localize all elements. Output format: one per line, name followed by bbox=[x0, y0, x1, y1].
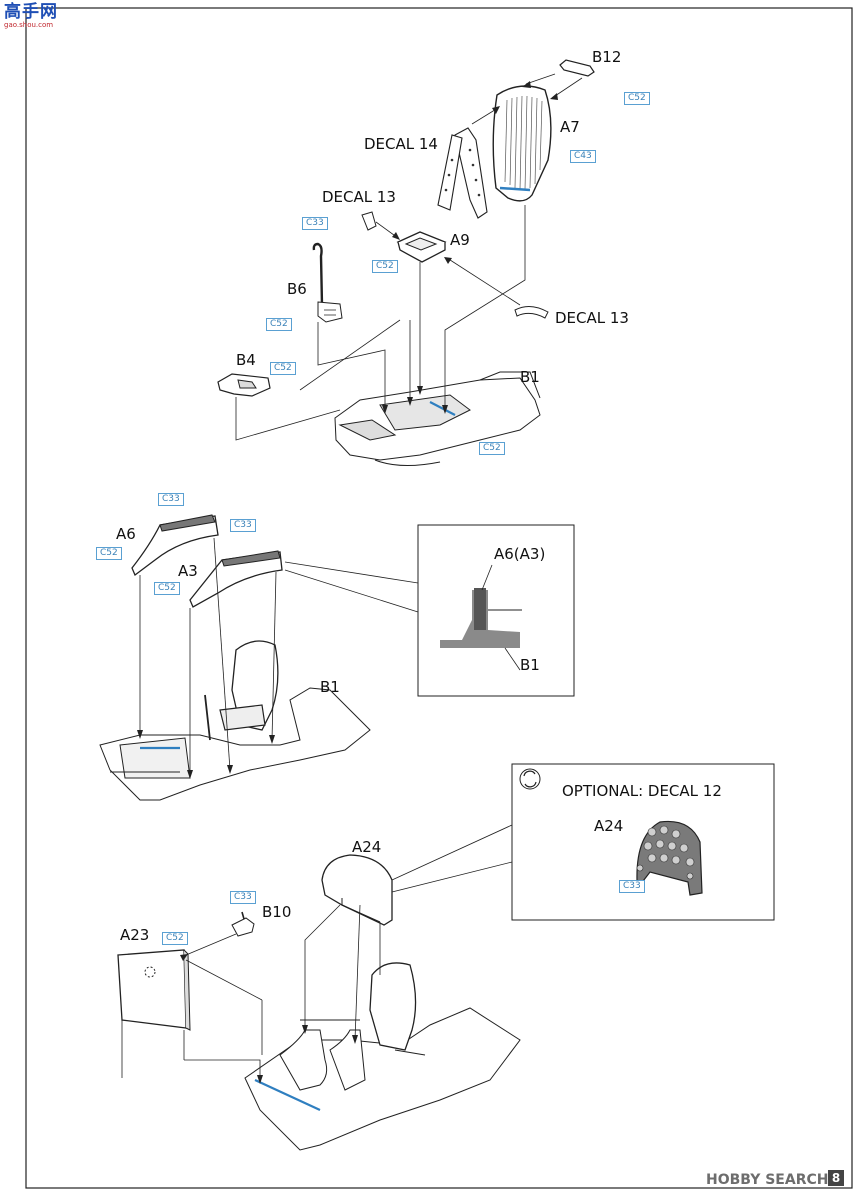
code-b4: C52 bbox=[270, 362, 296, 375]
a24-instrument-panel-part bbox=[321, 854, 393, 926]
code-a6: C52 bbox=[96, 547, 122, 560]
b6-control-stick-part bbox=[312, 242, 343, 323]
page-number: 8 bbox=[828, 1170, 844, 1186]
a9-seat-pan-part bbox=[396, 231, 447, 263]
code-b1-step1: C52 bbox=[479, 442, 505, 455]
b1-cockpit-assembly bbox=[99, 640, 371, 801]
label-b12: B12 bbox=[592, 48, 622, 66]
label-a7: A7 bbox=[560, 118, 580, 136]
optional-code: C33 bbox=[619, 880, 645, 893]
b10-part bbox=[231, 911, 255, 937]
a3-side-panel-part bbox=[189, 550, 283, 608]
label-b1-step2: B1 bbox=[320, 678, 340, 696]
decal13-top-piece bbox=[361, 211, 377, 231]
detail-label-b1: B1 bbox=[520, 656, 540, 674]
code-a3: C52 bbox=[154, 582, 180, 595]
step2-assembly bbox=[99, 514, 575, 801]
step3-assembly bbox=[117, 763, 775, 1151]
label-b4: B4 bbox=[236, 351, 256, 369]
label-decal13-right: DECAL 13 bbox=[555, 309, 629, 327]
label-a6: A6 bbox=[116, 525, 136, 543]
step3-leader-lines bbox=[121, 824, 513, 1080]
optional-title: OPTIONAL: DECAL 12 bbox=[562, 782, 722, 800]
watermark-hobbysearch: HOBBY SEARCH bbox=[706, 1172, 829, 1188]
code-a6-top: C33 bbox=[158, 493, 184, 506]
b4-pedal-part bbox=[217, 373, 271, 397]
code-a3-top: C33 bbox=[230, 519, 256, 532]
optional-label-a24: A24 bbox=[594, 817, 624, 835]
step1-assembly bbox=[217, 59, 595, 467]
detail-label-a6a3: A6(A3) bbox=[494, 545, 546, 563]
code-b6: C52 bbox=[266, 318, 292, 331]
code-a7: C43 bbox=[570, 150, 596, 163]
label-b10: B10 bbox=[262, 903, 292, 921]
page-border bbox=[25, 7, 853, 1189]
label-b6: B6 bbox=[287, 280, 307, 298]
a23-plate-part bbox=[117, 949, 191, 1031]
optional-rotate-icon bbox=[519, 768, 541, 790]
code-b12: C52 bbox=[624, 92, 650, 105]
step2-leader-lines bbox=[139, 537, 419, 775]
watermark-logo: 高手网 gao.shou.com bbox=[4, 4, 58, 29]
label-a9: A9 bbox=[450, 231, 470, 249]
b12-bar-part bbox=[559, 59, 595, 77]
b1-cockpit-final-assembly bbox=[244, 962, 521, 1151]
label-decal14: DECAL 14 bbox=[364, 135, 438, 153]
label-a3: A3 bbox=[178, 562, 198, 580]
a7-seat-back-part bbox=[492, 85, 552, 202]
label-decal13-top: DECAL 13 bbox=[322, 188, 396, 206]
label-b1-step1: B1 bbox=[520, 368, 540, 386]
code-a23: C52 bbox=[162, 932, 188, 945]
decal13-right-piece bbox=[514, 306, 549, 319]
label-a24: A24 bbox=[352, 838, 382, 856]
a6-detail-box bbox=[417, 524, 575, 697]
code-b10: C33 bbox=[230, 891, 256, 904]
b1-floor-part bbox=[334, 371, 541, 467]
code-a9: C52 bbox=[372, 260, 398, 273]
step1-leader-lines bbox=[235, 73, 583, 441]
optional-decal-box bbox=[511, 763, 775, 921]
watermark-logo-text: 高手网 bbox=[4, 2, 58, 22]
decal14-belts bbox=[437, 127, 488, 219]
code-b6-top: C33 bbox=[302, 217, 328, 230]
label-a23: A23 bbox=[120, 926, 150, 944]
watermark-logo-sub: gao.shou.com bbox=[4, 21, 54, 29]
a6-side-panel-part bbox=[131, 514, 219, 577]
